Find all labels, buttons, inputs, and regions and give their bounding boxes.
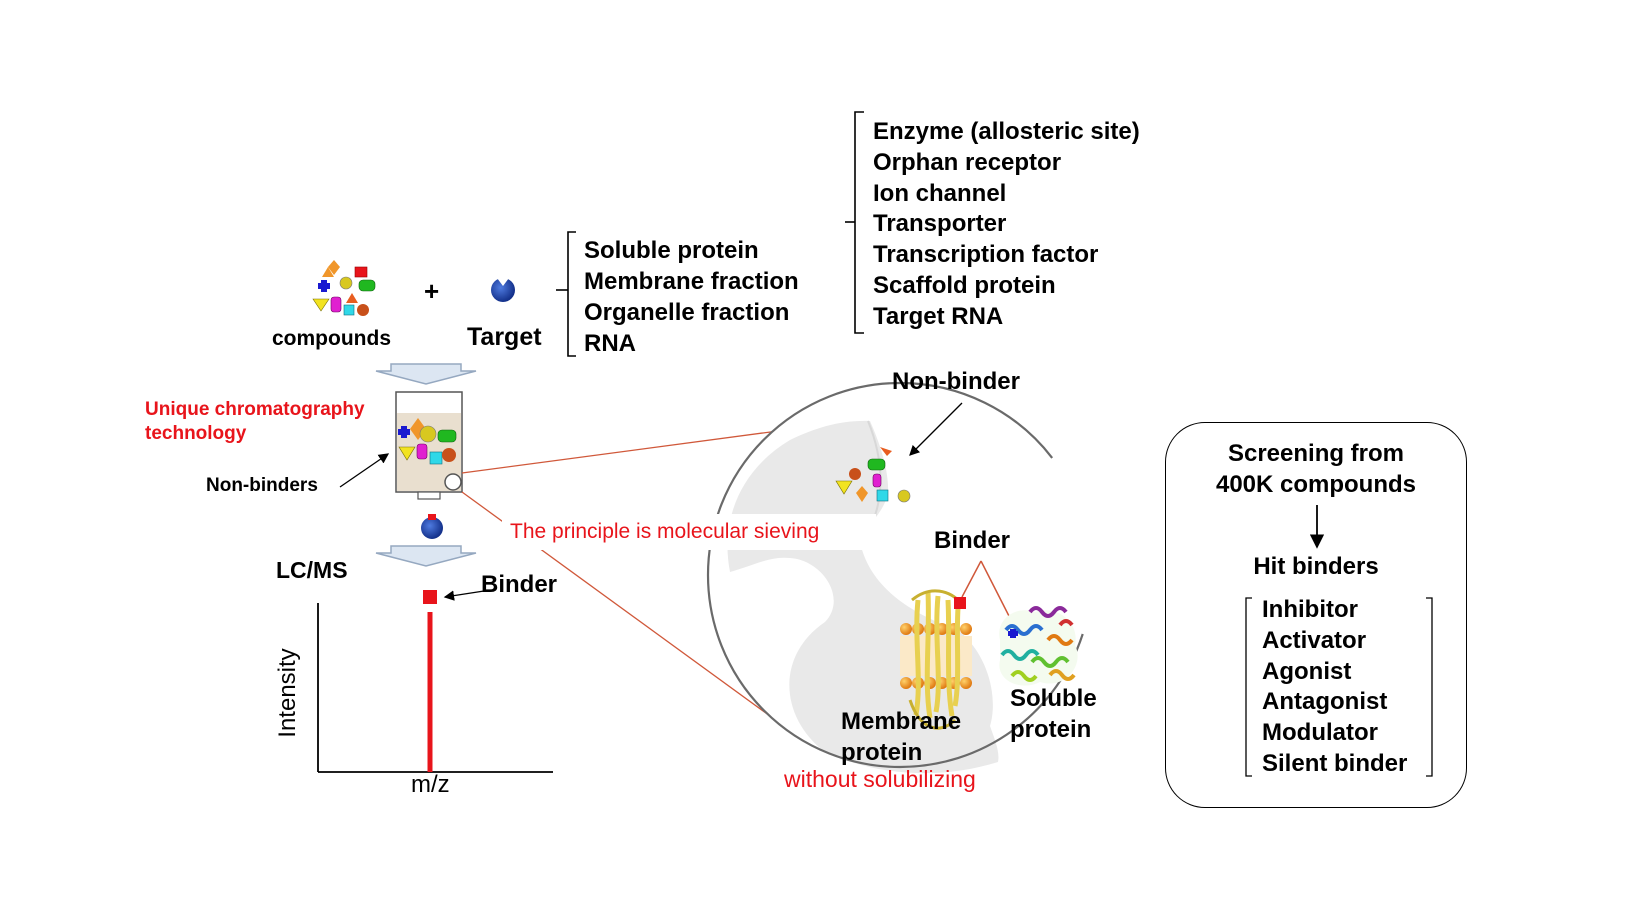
hit-types-bracket-left [1245,597,1252,777]
chromatography-column [395,391,463,500]
hit-type-item: Antagonist [1262,688,1388,716]
target-class-item: Orphan receptor [873,148,1062,176]
soluble-protein-illustration [999,606,1078,686]
target-types-bracket [567,231,576,357]
y-axis-label: Intensity [274,648,301,738]
plus-sign: + [424,276,440,306]
lcms-binder-label: Binder [481,571,558,598]
hit-type-item: Modulator [1262,719,1378,747]
compounds-cluster-icon [312,260,376,316]
target-molecule-icon [491,278,515,302]
target-type-item: Membrane fraction [584,268,799,295]
hit-types-list: Inhibitor Activator Agonist Antagonist M… [1262,595,1407,780]
binder-arrow [961,560,982,598]
target-class-item: Transporter [873,210,1007,238]
membrane-protein-label: Membrane protein [841,708,962,766]
lcms-title: LC/MS [276,557,348,583]
target-classes-list: Enzyme (allosteric site) Orphan receptor… [873,117,1140,333]
non-binders-label: Non-binders [206,475,318,496]
down-arrow-icon [375,545,477,567]
non-binders-arrow [339,453,390,488]
x-axis-label: m/z [411,771,450,798]
target-classes-bracket [854,111,864,334]
target-type-item: Organelle fraction [584,299,790,326]
hit-type-item: Activator [1262,626,1367,654]
target-types-list: Soluble protein Membrane fraction Organe… [584,235,799,359]
hit-type-item: Agonist [1262,657,1352,685]
binder-compound-icon [423,590,437,604]
non-binder-label: Non-binder [892,368,1020,395]
eluted-target-icon [421,514,443,539]
without-solubilizing-label: without solubilizing [784,766,976,792]
principle-label: The principle is molecular sieving [502,514,876,550]
target-label: Target [467,323,542,351]
technology-label: Unique chromatography technology [145,399,365,444]
target-class-item: Target RNA [873,302,1004,330]
screening-panel [1165,422,1467,808]
target-type-item: Soluble protein [584,237,759,264]
soluble-protein-label: Soluble protein [1010,685,1097,743]
target-class-item: Transcription factor [873,241,1099,269]
target-class-item: Scaffold protein [873,271,1056,299]
target-class-item: Enzyme (allosteric site) [873,118,1140,145]
screening-title: Screening from 400K compounds [1215,440,1417,498]
hit-type-item: Inhibitor [1262,596,1358,623]
binder-label: Binder [934,527,1011,554]
non-binder-compounds-icon [835,447,911,503]
binder-arrow [980,560,1011,619]
lcms-plot [317,590,553,773]
target-type-item: RNA [584,330,636,357]
down-arrow-icon [375,363,477,385]
target-class-item: Ion channel [873,179,1007,207]
non-binder-arrow [909,402,963,456]
compounds-label: compounds [272,327,391,350]
hit-type-item: Silent binder [1262,749,1408,777]
hit-binders-label: Hit binders [1253,553,1379,580]
membrane-protein-illustration [900,589,972,730]
